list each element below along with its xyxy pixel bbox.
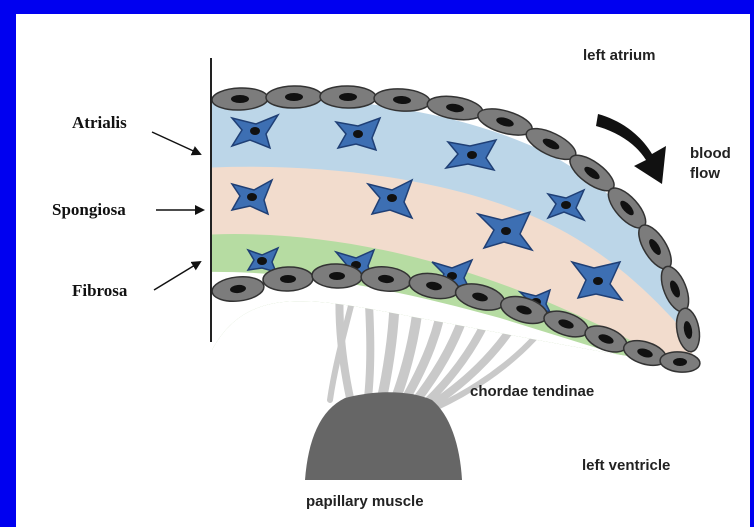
blood-flow-label-line2: flow — [690, 165, 720, 182]
atrialis-label: Atrialis — [72, 113, 127, 132]
papillary-muscle-label: papillary muscle — [306, 493, 424, 510]
blood-flow-label-line1: blood — [690, 145, 731, 162]
layer-pointer-arrows — [152, 132, 203, 290]
left-ventricle-label: left ventricle — [582, 457, 670, 474]
fibrosa-label: Fibrosa — [72, 281, 128, 300]
left-atrium-label: left atrium — [583, 47, 656, 64]
diagram-panel: Atrialis Spongiosa Fibrosa left atrium b… — [16, 14, 750, 527]
valve-layers-diagram: Atrialis Spongiosa Fibrosa left atrium b… — [16, 14, 750, 527]
fibrosa-arrow — [154, 262, 200, 290]
spongiosa-label: Spongiosa — [52, 200, 126, 219]
chordae-tendinae-label: chordae tendinae — [470, 383, 594, 400]
atrialis-arrow — [152, 132, 200, 154]
